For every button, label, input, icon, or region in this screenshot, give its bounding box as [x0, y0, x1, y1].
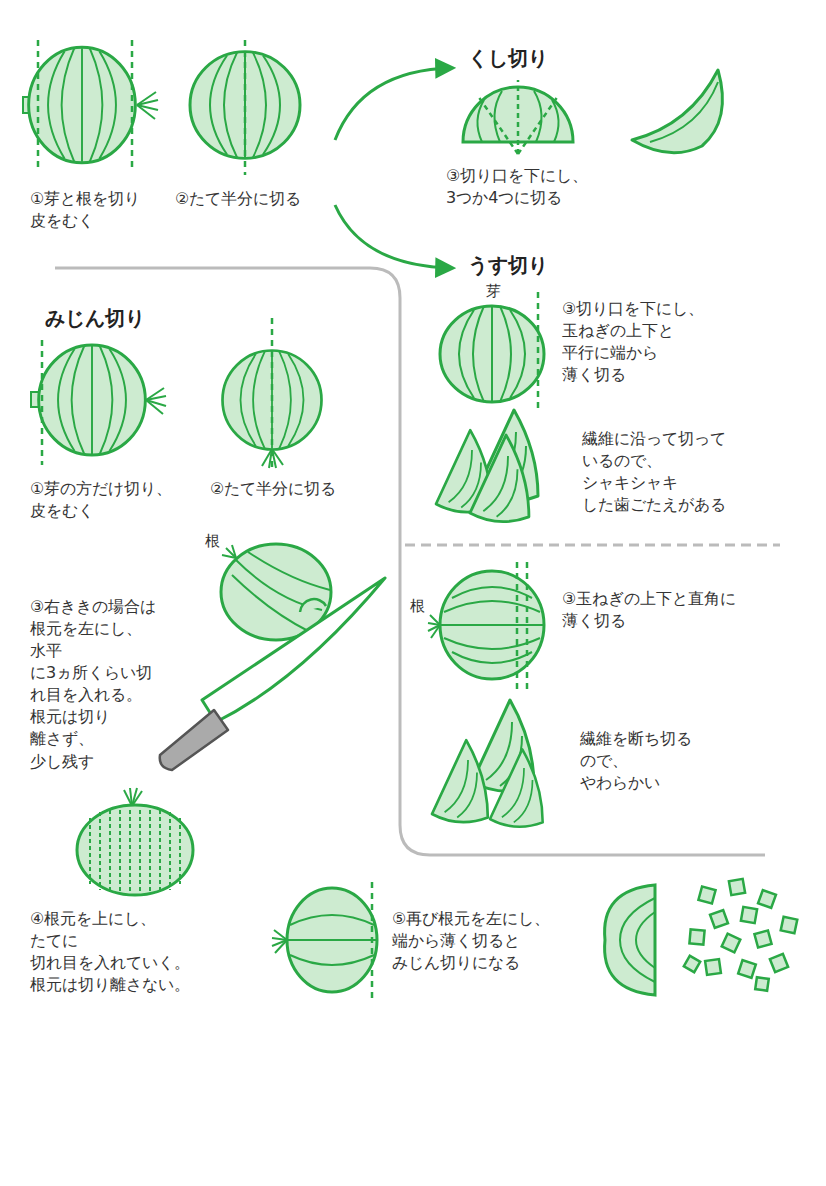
section-heading: くし切り	[468, 46, 548, 70]
step-note: ①芽の方だけ切り、 皮をむく	[30, 478, 172, 522]
step-note: 繊維を断ち切る ので、やわらかい	[580, 728, 692, 794]
section-heading: うす切り	[468, 253, 548, 277]
step-note: ③切り口を下にし、 玉ねぎの上下と 平行に端から 薄く切る	[562, 298, 704, 386]
step-note: ③右ききの場合は 根元を左にし、水平 に3ヵ所くらい切 れ目を入れる。 根元は切…	[30, 596, 156, 773]
part-label: 根	[205, 532, 220, 550]
part-label: 芽	[486, 282, 501, 300]
step-note: ②たて半分に切る	[175, 188, 301, 210]
step-note: ②たて半分に切る	[210, 478, 336, 500]
section-heading: みじん切り	[45, 306, 145, 330]
step-note: 繊維に沿って切って いるので、シャキシャキ した歯ごたえがある	[582, 428, 726, 516]
step-note: ③切り口を下にし、 3つか4つに切る	[446, 165, 588, 209]
step-note: ⑤再び根元を左にし、 端から薄く切ると みじん切りになる	[392, 908, 550, 974]
step-note: ①芽と根を切り 皮をむく	[30, 188, 140, 232]
step-note: ④根元を上にし、たてに 切れ目を入れていく。 根元は切り離さない。	[30, 908, 190, 996]
step-note: ③玉ねぎの上下と直角に 薄く切る	[562, 588, 736, 632]
part-label: 根	[410, 597, 425, 615]
